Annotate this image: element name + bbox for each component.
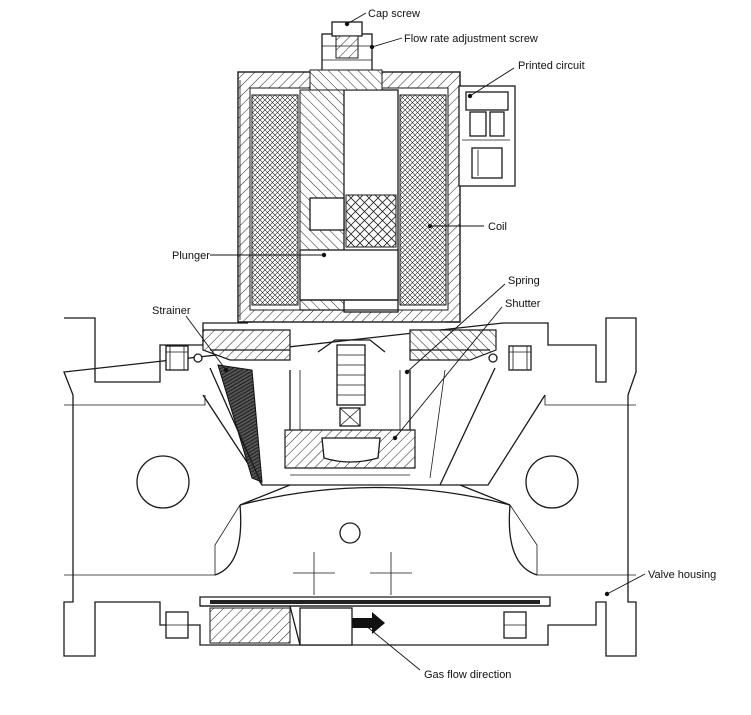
label-flow-rate-adjustment-screw: Flow rate adjustment screw	[404, 33, 538, 45]
label-gas-flow-direction: Gas flow direction	[424, 669, 511, 681]
label-strainer: Strainer	[152, 305, 191, 317]
gas-flow-arrow	[352, 612, 385, 634]
label-shutter: Shutter	[505, 298, 541, 310]
leader-lines	[185, 12, 646, 671]
label-plunger: Plunger	[172, 250, 210, 262]
coil-housing	[237, 71, 461, 323]
bonnet	[202, 329, 497, 361]
label-coil: Coil	[488, 221, 507, 233]
label-cap-screw: Cap screw	[368, 8, 420, 20]
label-spring: Spring	[508, 275, 540, 287]
label-printed-circuit: Printed circuit	[518, 60, 585, 72]
label-valve-housing: Valve housing	[648, 569, 716, 581]
strainer	[209, 364, 496, 486]
cap-screw-assembly	[309, 21, 383, 91]
printed-circuit-board	[458, 85, 516, 187]
valve-housing	[63, 317, 637, 657]
shutter-assembly	[284, 339, 416, 476]
